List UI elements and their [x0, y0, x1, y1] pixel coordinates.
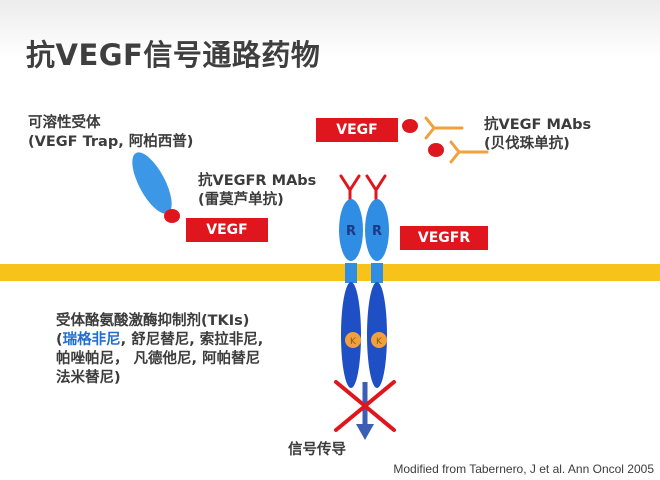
soluble-receptor-line2: (VEGF Trap, 阿柏西普): [28, 134, 194, 150]
vegf-dot-lower: [428, 143, 444, 157]
vegf-antibody-lower: [449, 140, 489, 164]
tki-line2-open: (: [56, 332, 63, 348]
soluble-receptor-label: 可溶性受体 (VEGF Trap, 阿柏西普): [28, 114, 193, 152]
signal-arrow-head: [356, 424, 374, 440]
tki-line2: (瑞格非尼, 舒尼替尼, 索拉非尼,: [56, 331, 263, 350]
soluble-receptor-line1: 可溶性受体: [28, 115, 101, 131]
tki-binding-right: [371, 332, 387, 348]
vegfr-mabs-label: 抗VEGFR MAbs (雷莫芦单抗): [198, 172, 316, 210]
vegfr-mabs-line1: 抗VEGFR MAbs: [198, 173, 317, 189]
signal-label: 信号传导: [288, 442, 346, 458]
tki-binding-left: [345, 332, 361, 348]
page-title: 抗VEGF信号通路药物: [26, 38, 321, 72]
vegf-box-top: VEGF: [316, 118, 398, 142]
vegfr-antibody-left: [339, 174, 361, 203]
vegfr-antibody-right: [365, 174, 387, 203]
tki-label: 受体酪氨酸激酶抑制剂(TKIs) (瑞格非尼, 舒尼替尼, 索拉非尼, 帕唑帕尼…: [56, 312, 263, 388]
vegf-antibody-upper: [424, 116, 464, 140]
tki-line4: 法米替尼): [56, 370, 121, 386]
vegf-mabs-line2: (贝伐珠单抗): [484, 136, 570, 152]
vegf-box-left: VEGF: [186, 218, 268, 242]
vegf-mabs-line1: 抗VEGF MAbs: [484, 117, 592, 133]
kinase-k-left: K: [350, 337, 357, 347]
receptor-r-left: R: [346, 224, 356, 239]
vegf-dot-upper: [402, 119, 418, 133]
soluble-receptor-vegf-dot: [164, 209, 180, 223]
tki-line2-rest: , 舒尼替尼, 索拉非尼,: [120, 332, 264, 348]
soluble-receptor-shape: [132, 152, 172, 214]
receptor-r-right: R: [372, 224, 382, 239]
citation: Modified from Tabernero, J et al. Ann On…: [393, 462, 654, 476]
tki-highlight-drug: 瑞格非尼: [62, 332, 121, 348]
tki-line3: 帕唑帕尼， 凡德他尼, 阿帕替尼: [56, 351, 261, 367]
transmembrane-right: [371, 263, 383, 283]
block-x-icon: [334, 380, 396, 432]
tki-line1: 受体酪氨酸激酶抑制剂(TKIs): [56, 313, 250, 329]
cell-membrane: [0, 264, 660, 281]
vegf-mabs-label: 抗VEGF MAbs (贝伐珠单抗): [484, 116, 591, 154]
kinase-k-right: K: [376, 337, 383, 347]
vegfr-mabs-line2: (雷莫芦单抗): [198, 192, 284, 208]
receptor-domain-left: [339, 199, 363, 261]
transmembrane-left: [345, 263, 357, 283]
receptor-domain-right: [365, 199, 389, 261]
vegfr-box: VEGFR: [400, 226, 488, 250]
